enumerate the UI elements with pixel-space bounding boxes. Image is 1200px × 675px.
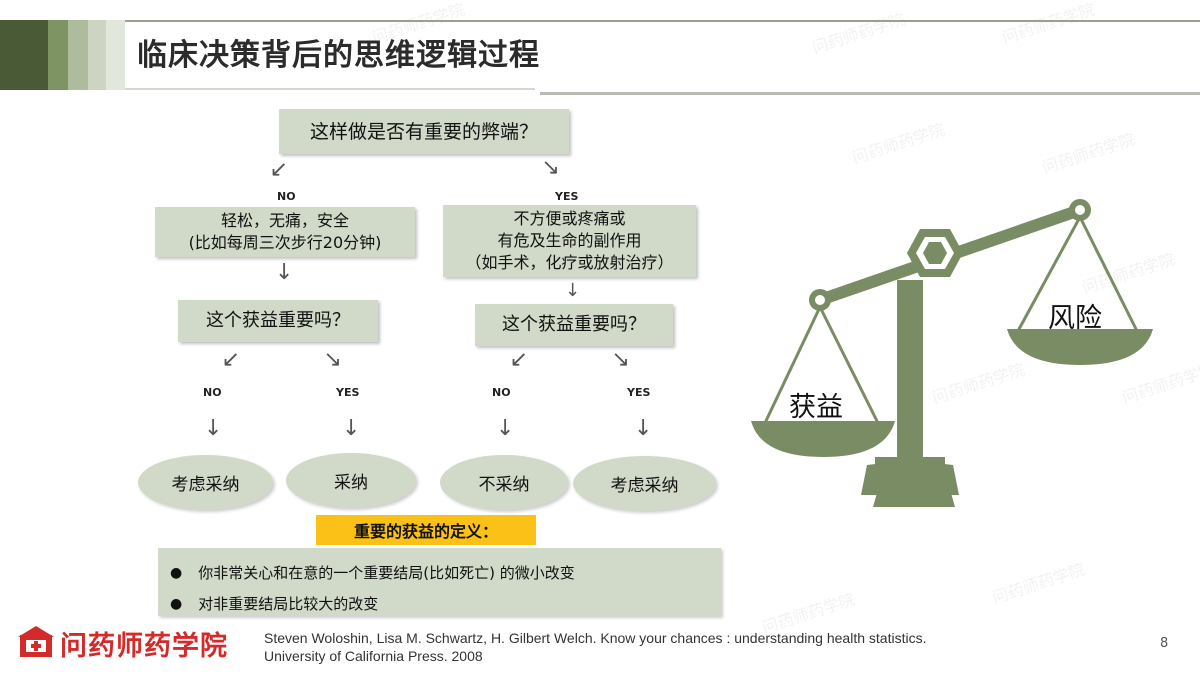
- left-question-box: 这个获益重要吗？: [178, 300, 378, 342]
- outcome-text: 考虑采纳: [610, 476, 679, 496]
- watermark: 问药师药学院: [989, 559, 1088, 608]
- branch-label: YES: [336, 386, 360, 399]
- branch-label: NO: [492, 386, 511, 399]
- question-text: 这个获益重要吗？: [206, 310, 350, 331]
- condition-line: （如手术，化疗或放射治疗）: [465, 253, 674, 272]
- outcome-text: 采纳: [334, 473, 368, 493]
- outcome-ellipse: 考虑采纳: [573, 456, 716, 511]
- watermark: 问药师药学院: [809, 9, 908, 58]
- stripe: [48, 20, 68, 90]
- citation-line: University of California Press. 2008: [264, 648, 483, 664]
- citation: Steven Woloshin, Lisa M. Schwartz, H. Gi…: [264, 629, 926, 665]
- header-bottom-rule-right: [540, 92, 1200, 95]
- arrow-down-icon: ↓: [342, 416, 361, 441]
- header-top-rule: [125, 20, 1200, 22]
- right-condition-box: 不方便或疼痛或 有危及生命的副作用 （如手术，化疗或放射治疗）: [443, 205, 696, 277]
- stripe: [0, 20, 48, 90]
- definition-list: ● 你非常关心和在意的一个重要结局(比如死亡) 的微小改变 ● 对非重要结局比较…: [158, 548, 721, 616]
- bullet-icon: ●: [170, 595, 183, 612]
- header-stripes: [0, 20, 125, 90]
- arrow-down-icon: ↓: [496, 416, 515, 441]
- outcome-ellipse: 不采纳: [440, 455, 568, 510]
- list-item: ● 你非常关心和在意的一个重要结局(比如死亡) 的微小改变: [170, 562, 575, 583]
- outcome-text: 不采纳: [478, 475, 530, 495]
- condition-line: 不方便或疼痛或: [513, 209, 626, 228]
- left-condition-box: 轻松，无痛，安全 (比如每周三次步行20分钟): [155, 207, 415, 257]
- list-item: ● 对非重要结局比较大的改变: [170, 593, 378, 614]
- citation-line: Steven Woloshin, Lisa M. Schwartz, H. Gi…: [264, 630, 927, 646]
- branch-label: NO: [203, 386, 222, 399]
- root-question: 这样做是否有重要的弊端？: [309, 120, 538, 143]
- stripe: [88, 20, 106, 90]
- outcome-text: 考虑采纳: [171, 475, 240, 495]
- condition-line: (比如每周三次步行20分钟): [188, 233, 382, 252]
- header-bottom-rule: [125, 88, 535, 90]
- watermark: 问药师药学院: [999, 0, 1098, 48]
- question-text: 这个获益重要吗？: [502, 314, 646, 335]
- arrow-down-icon: ↓: [275, 260, 294, 285]
- right-question-box: 这个获益重要吗？: [475, 304, 673, 346]
- logo-text: 问药师药学院: [60, 631, 228, 662]
- root-question-box: 这样做是否有重要的弊端？: [279, 109, 569, 154]
- page-title: 临床决策背后的思维逻辑过程: [137, 38, 540, 73]
- branch-label: YES: [555, 190, 579, 203]
- branch-label: YES: [627, 386, 651, 399]
- arrow-down-left-icon: ↓: [262, 155, 293, 187]
- risk-label: 风险: [1048, 303, 1102, 334]
- stripe: [68, 20, 88, 90]
- benefit-label: 获益: [789, 392, 843, 423]
- outcome-ellipse: 采纳: [286, 453, 416, 508]
- page-number: 8: [1160, 636, 1169, 651]
- condition-line: 轻松，无痛，安全: [220, 211, 349, 230]
- arrow-down-right-icon: ↓: [536, 153, 568, 185]
- condition-line: 有危及生命的副作用: [497, 231, 642, 250]
- balance-scale-illustration: 获益 风险: [745, 195, 1185, 525]
- arrow-down-icon: ↓: [634, 416, 653, 441]
- watermark: 问药师药学院: [1039, 129, 1138, 178]
- branch-label: NO: [277, 190, 296, 203]
- definition-title: 重要的获益的定义：: [316, 515, 536, 545]
- arrow-down-right-icon: ↓: [318, 345, 350, 377]
- stripe: [106, 20, 125, 90]
- logo-icon: [18, 625, 54, 659]
- arrow-down-right-icon: ↓: [606, 345, 638, 377]
- balance-scale-icon: [751, 199, 1153, 507]
- watermark: 问药师药学院: [849, 119, 948, 168]
- arrow-down-icon: ↓: [204, 416, 223, 441]
- arrow-down-left-icon: ↓: [214, 345, 245, 377]
- bullet-icon: ●: [170, 564, 183, 581]
- arrow-down-left-icon: ↓: [502, 345, 533, 377]
- outcome-ellipse: 考虑采纳: [138, 455, 273, 510]
- list-item-text: 对非重要结局比较大的改变: [198, 595, 379, 613]
- arrow-down-icon: ↓: [565, 280, 581, 301]
- list-item-text: 你非常关心和在意的一个重要结局(比如死亡) 的微小改变: [198, 564, 575, 582]
